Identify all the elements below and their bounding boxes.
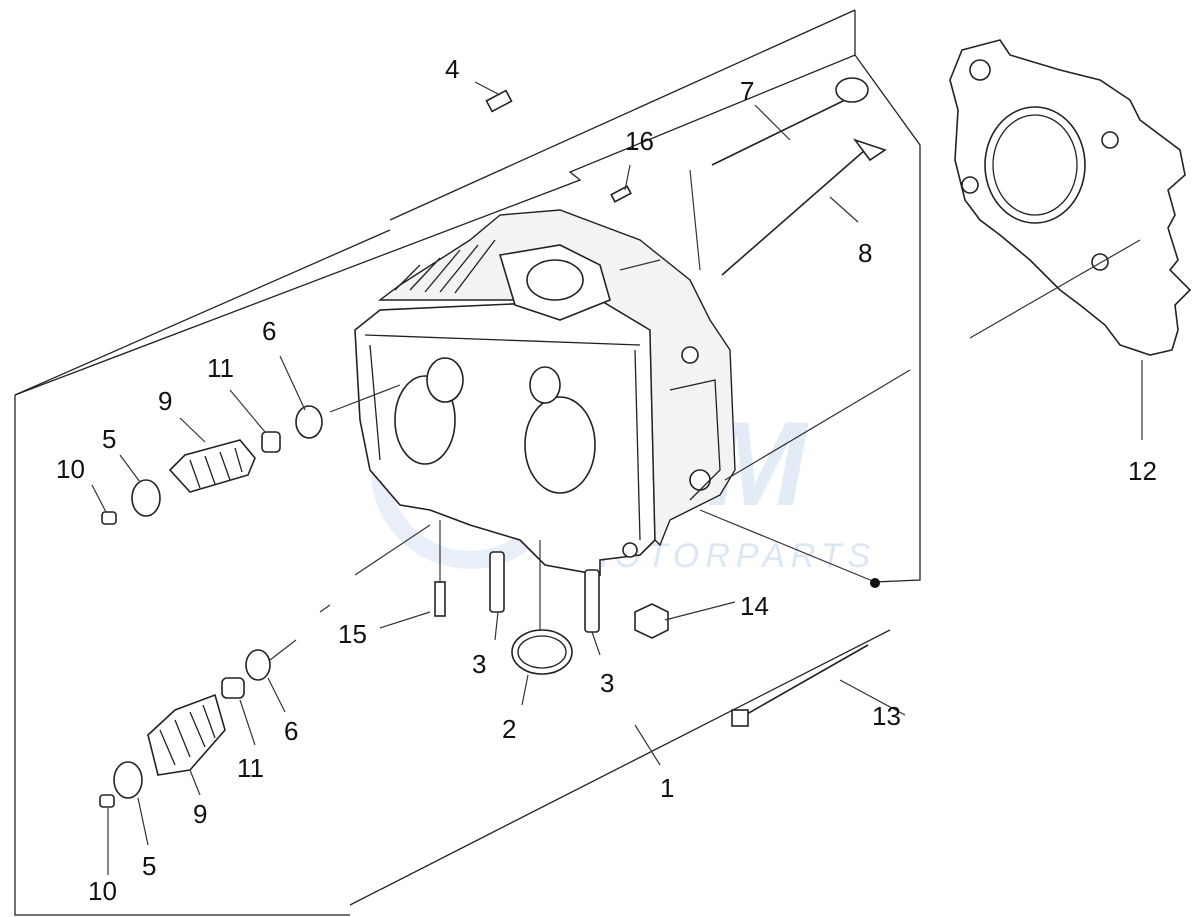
callout-12: 12 <box>1128 456 1157 486</box>
callout-4: 4 <box>445 54 459 84</box>
callout-1: 1 <box>660 773 674 803</box>
callout-8: 8 <box>858 238 872 268</box>
leader-lines <box>91 81 1143 875</box>
callout-9-upper: 9 <box>158 386 172 416</box>
callout-10-upper: 10 <box>56 454 85 484</box>
callout-5-lower: 5 <box>142 851 156 881</box>
callout-11-lower: 11 <box>237 753 264 783</box>
head-gasket <box>949 39 1192 356</box>
callout-15: 15 <box>338 619 367 649</box>
valves <box>711 77 887 276</box>
callout-3-right: 3 <box>600 668 614 698</box>
callout-14: 14 <box>740 591 769 621</box>
callout-6-lower: 6 <box>284 716 298 746</box>
callout-13: 13 <box>872 701 901 731</box>
cylinder-head <box>354 209 736 576</box>
callout-2: 2 <box>502 714 516 744</box>
callout-16: 16 <box>625 126 654 156</box>
callout-7: 7 <box>740 76 754 106</box>
callout-9-lower: 9 <box>193 799 207 829</box>
callout-11-upper: 11 <box>207 353 234 383</box>
callout-10-lower: 10 <box>88 876 117 906</box>
assembly-frame <box>14 9 921 916</box>
callout-labels: 4 16 7 8 12 6 11 9 5 10 15 3 3 2 14 13 1… <box>56 54 1157 906</box>
small-parts <box>99 89 869 808</box>
callout-3-left: 3 <box>472 649 486 679</box>
callout-6-upper: 6 <box>262 316 276 346</box>
callout-5-upper: 5 <box>102 424 116 454</box>
